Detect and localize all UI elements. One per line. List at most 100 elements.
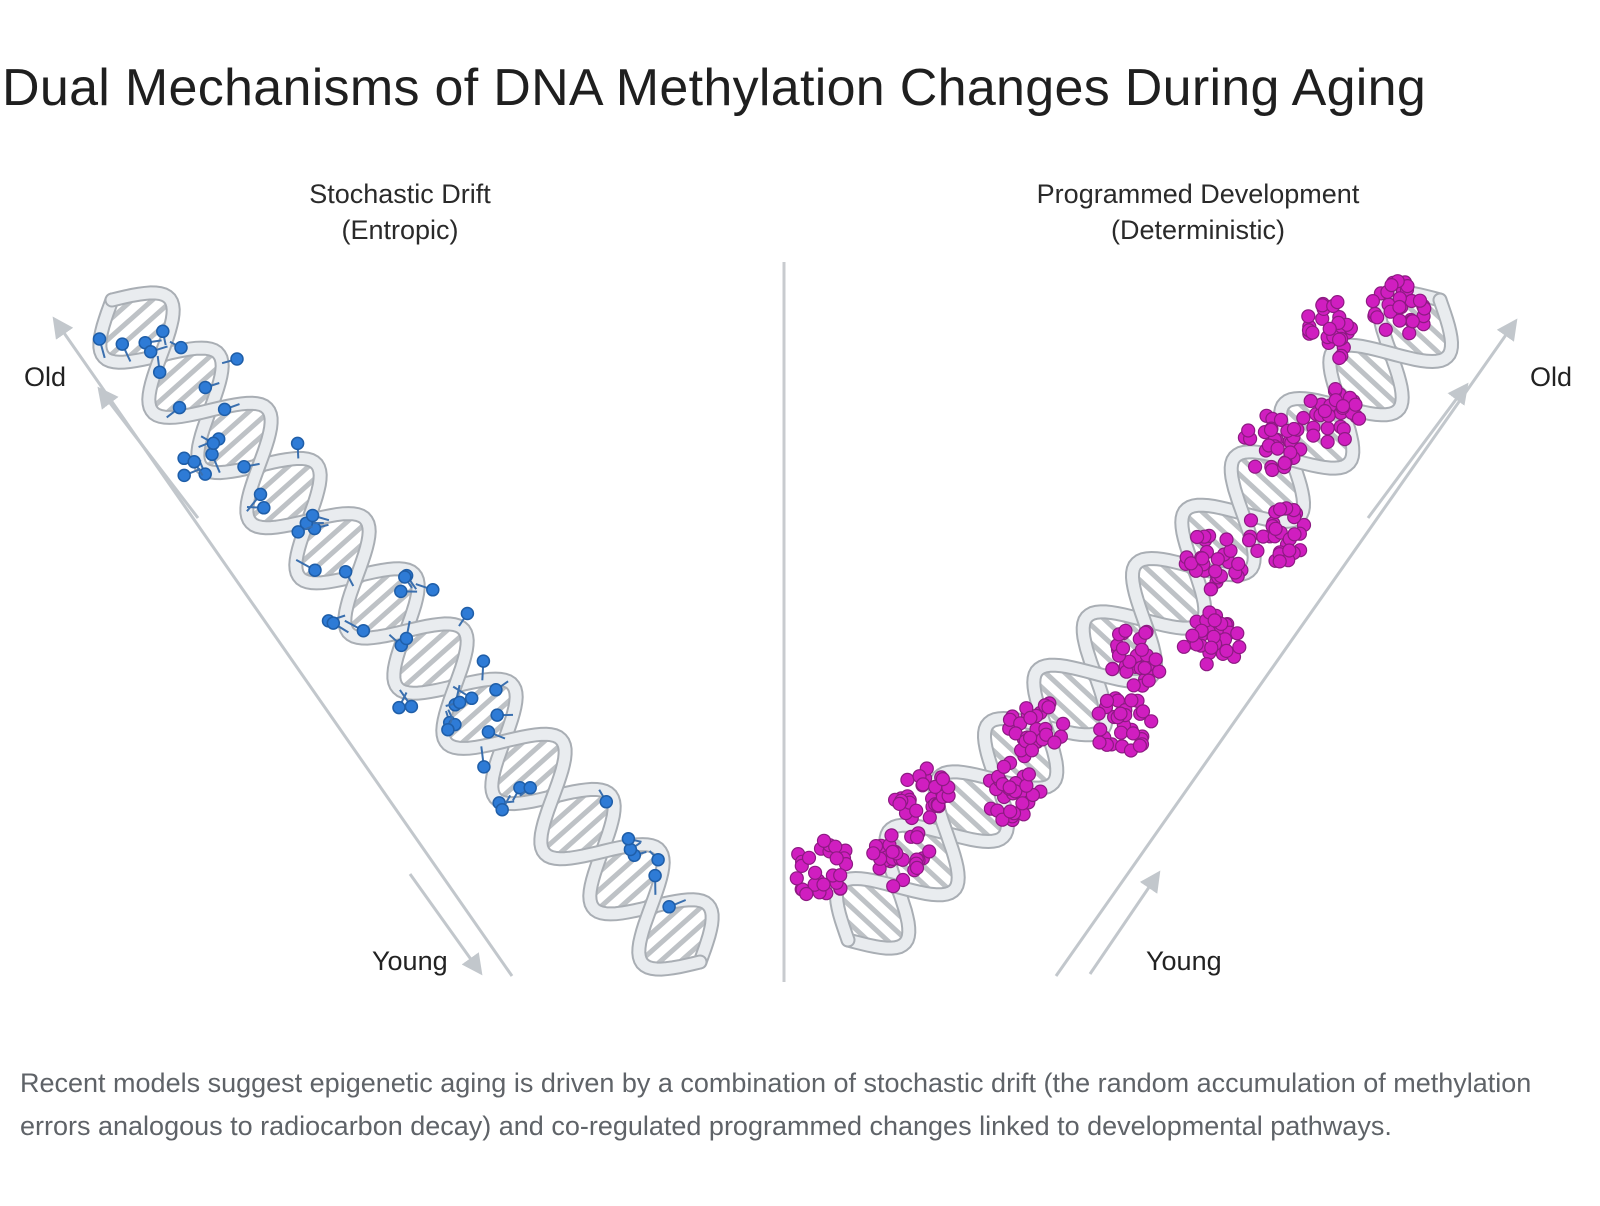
methyl-mark [1024,743,1040,758]
methyl-mark [1134,642,1150,657]
aging-arrows [52,316,1518,977]
left-helix-base-pair [540,790,611,853]
methyl-mark [460,606,475,621]
methyl-mark [1241,533,1257,548]
methyl-cluster [1296,382,1367,449]
methyl-mark [816,833,832,848]
methyl-cluster [789,833,854,902]
methyl-mark [922,844,937,859]
methyl-mark [1195,551,1210,566]
methyl-mark [1392,299,1407,315]
methyl-cluster [982,755,1048,828]
methyl-cluster [1365,274,1432,341]
methyl-mark [1041,700,1056,715]
methyl-mark [481,725,496,739]
right-helix-base-pair [834,890,898,951]
methyl-mark [476,654,491,668]
right-helix-base-pair [1130,570,1194,631]
methyl-mark [1132,738,1148,753]
methyl-mark [1282,543,1297,558]
methyl-mark [253,487,268,502]
methyl-mark [441,722,455,737]
methyl-mark [1247,459,1263,474]
methyl-mark [1305,325,1320,340]
methyl-mark [1176,639,1192,654]
methyl-mark [623,842,638,857]
left-helix-base-pair [293,511,359,570]
methyl-mark [205,447,219,462]
methyl-mark [922,810,937,825]
methyl-mark [1296,410,1311,426]
methyl-mark [1219,532,1234,547]
label-old-right: Old [1530,362,1573,392]
methyl-clusters-programmed [789,274,1432,902]
right-helix-base-pair [840,878,910,943]
methyl-mark [308,563,322,577]
methyl-cluster [1176,605,1247,672]
left-helix-base-pair [257,471,323,530]
left-helix-base-pair [159,361,225,420]
methyl-mark [1118,623,1133,638]
methyl-mark [885,844,900,860]
methyl-mark [1348,397,1363,412]
methyl-mark [1137,660,1152,676]
methyl-mark [187,455,201,469]
methyl-mark [1265,462,1280,478]
methyl-mark [291,525,305,539]
methyl-mark [651,852,665,867]
methyl-mark [1105,661,1120,677]
methyl-mark [1243,513,1259,528]
methyl-mark [452,695,467,710]
methyl-mark [177,468,191,483]
methyl-mark [1320,434,1335,449]
left-helix-base-pair [551,802,617,861]
methyl-mark [892,796,907,812]
methyl-mark [1286,421,1302,437]
methyl-mark [426,583,440,597]
methyl-mark [1002,780,1017,795]
arrow-aging-right-short-young [1088,870,1161,975]
left-helix-base-pair [397,629,468,693]
methyl-mark [1402,326,1417,341]
methyl-mark [115,337,130,351]
left-helix-base-pair [103,298,174,362]
methyl-mark [829,851,844,866]
methyl-mark [1144,714,1159,729]
methyl-cluster [1091,691,1159,758]
methyl-mark [1332,350,1347,366]
methyl-mark [1272,502,1288,517]
methyl-mark [152,365,167,379]
methyl-mark [816,877,831,892]
right-helix-base-pair [1327,357,1392,417]
methyl-mark [394,584,408,599]
methyl-mark [1273,412,1289,427]
methyl-mark [1351,411,1367,426]
methyl-mark [174,340,188,355]
methyl-mark [1185,628,1200,643]
label-young-right: Young [1146,946,1222,976]
methyl-mark [900,772,915,788]
methyl-mark [1320,421,1335,436]
left-helix-base-pair [453,692,519,751]
panel-title-left-line2: (Entropic) [341,215,459,245]
page-title: Dual Mechanisms of DNA Methylation Chang… [2,59,1427,117]
methyl-mark [1208,564,1223,579]
panel-title-left: Stochastic Drift (Entropic) [170,176,630,248]
methyl-mark [1055,716,1071,732]
figure-caption: Recent models suggest epigenetic aging i… [20,1068,1532,1141]
methyl-mark [1210,552,1225,567]
methyl-mark [1015,796,1030,811]
methyl-mark [1365,294,1381,309]
methyl-mark [1384,278,1399,293]
methyl-cluster [1241,501,1312,569]
methyl-mark [1047,735,1062,750]
label-old-left: Old [24,362,67,392]
right-helix-strand-2 [830,294,1458,946]
methyl-mark [305,508,320,523]
left-helix-base-pair [97,291,163,350]
methyl-mark [807,865,823,880]
methyl-mark [996,759,1012,774]
methyl-mark [1022,730,1038,745]
methyl-mark [1270,441,1285,456]
methyl-mark [1232,640,1247,655]
